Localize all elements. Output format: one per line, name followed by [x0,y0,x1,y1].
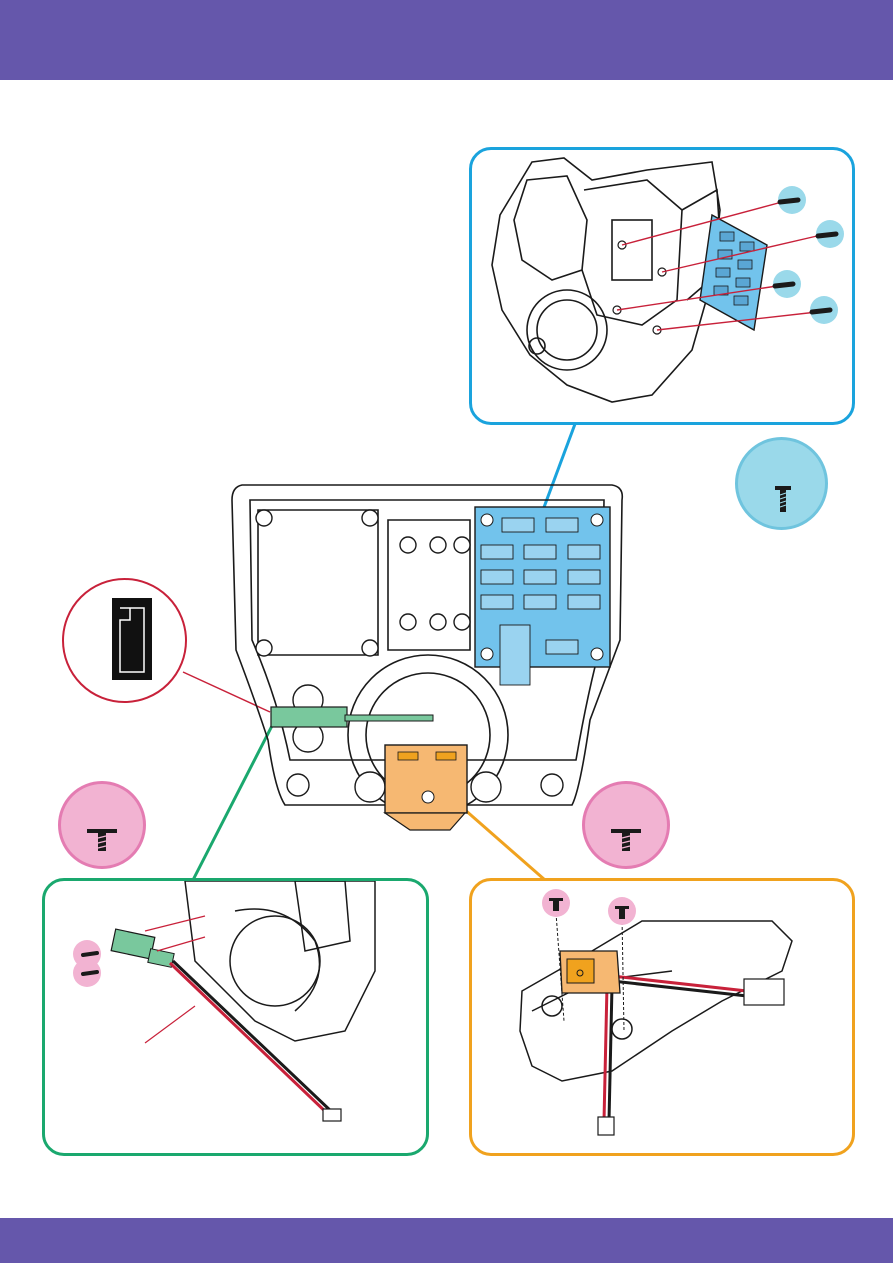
signal-wire-bracket-figure [45,881,426,1153]
switch-indicator-callout [62,578,187,703]
machine-screw-badge [735,437,828,530]
rocker-switch [560,951,620,993]
connector-board-mounting-figure [472,150,852,422]
rocker-switch-mounting-figure [472,881,852,1153]
green-detail-panel [42,878,429,1156]
orange-detail-panel [469,878,855,1156]
machine-screw-icon [738,440,825,527]
tapping-screw-icon [585,784,667,866]
tapping-screw-icon [61,784,143,866]
connector-board [700,215,767,330]
tapping-screw-badge-left [58,781,146,869]
switch-position-indicator-icon [64,580,185,701]
blue-detail-panel [469,147,855,425]
tapping-screw-badge-right [582,781,670,869]
